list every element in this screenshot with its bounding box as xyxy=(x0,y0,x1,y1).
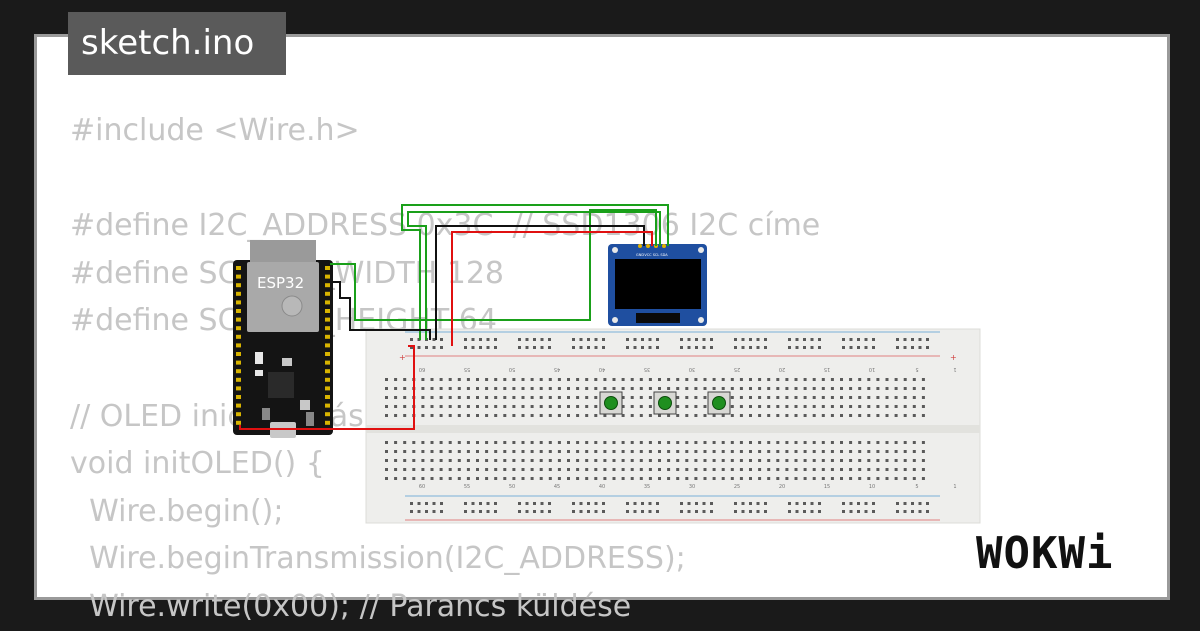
pushbutton-1[interactable] xyxy=(599,391,623,415)
column-number: 60 xyxy=(419,484,425,490)
column-number: 30 xyxy=(689,484,695,490)
pushbutton-2[interactable] xyxy=(653,391,677,415)
column-number: 10 xyxy=(869,484,875,490)
code-line: Wire.beginTransmission(I2C_ADDRESS); xyxy=(70,541,686,577)
column-number: 5 xyxy=(915,366,918,372)
column-number: 15 xyxy=(824,484,830,490)
column-number: 45 xyxy=(554,484,560,490)
column-number: 20 xyxy=(779,484,785,490)
code-line: void initOLED() { xyxy=(70,446,325,482)
breadboard-holes xyxy=(385,338,929,513)
code-line: #include <Wire.h> xyxy=(70,113,360,148)
rail-plus-left: + xyxy=(399,353,406,362)
esp32-label: ESP32 xyxy=(257,274,304,292)
column-number: 55 xyxy=(464,484,470,490)
esp32-board[interactable]: ESP32 xyxy=(233,240,333,438)
column-numbers-bottom: 60 55 50 45 40 35 30 25 20 15 10 5 1 xyxy=(419,484,957,490)
column-number: 25 xyxy=(734,484,740,490)
wokwi-logo: WOKWi xyxy=(976,528,1114,579)
column-number: 1 xyxy=(953,484,956,490)
column-number: 40 xyxy=(599,484,605,490)
column-number: 20 xyxy=(779,366,785,372)
wire-red-board[interactable] xyxy=(239,345,415,430)
oled-pin-sda-label: SDA xyxy=(660,253,668,257)
column-number: 35 xyxy=(644,366,650,372)
wire-black-oled[interactable] xyxy=(435,225,645,340)
column-number: 50 xyxy=(509,484,515,490)
column-number: 30 xyxy=(689,366,695,372)
filename-label: sketch.ino xyxy=(68,12,286,75)
oled-pin-vcc-label: VCC xyxy=(644,253,652,257)
oled-pin-scl-label: SCL xyxy=(653,253,660,257)
column-number: 5 xyxy=(915,484,918,490)
code-line: Wire.begin(); xyxy=(70,493,284,529)
column-number: 10 xyxy=(869,366,875,372)
oled-display[interactable]: GND VCC SCL SDA xyxy=(608,244,707,326)
wire-green-scl[interactable] xyxy=(407,211,661,340)
wire-green-board[interactable] xyxy=(330,209,657,321)
column-number: 60 xyxy=(419,366,425,372)
column-number: 50 xyxy=(509,366,515,372)
code-line: Wire.write(0x00); // Parancs küldése xyxy=(70,588,632,624)
column-numbers-top: 60 55 50 45 40 35 30 25 20 15 10 5 1 xyxy=(419,366,957,372)
wire-black-gnd[interactable] xyxy=(332,281,431,340)
code-text: #include <Wire.h> #define I2C_ADDRESS 0x3… xyxy=(70,107,820,631)
column-number: 40 xyxy=(599,366,605,372)
column-number: 35 xyxy=(644,484,650,490)
espressif-logo-icon xyxy=(281,295,303,317)
column-number: 15 xyxy=(824,366,830,372)
wire-green-sda[interactable] xyxy=(401,204,669,340)
pushbutton-3[interactable] xyxy=(707,391,731,415)
code-line: #define I2C_ADDRESS 0x3C // SSD1306 I2C … xyxy=(70,208,821,244)
column-number: 55 xyxy=(464,366,470,372)
column-number: 1 xyxy=(953,366,956,372)
column-number: 25 xyxy=(734,366,740,372)
rail-plus-right: + xyxy=(950,353,957,362)
wire-red-vcc[interactable] xyxy=(451,231,653,346)
oled-pin-gnd-label: GND xyxy=(636,253,644,257)
column-number: 45 xyxy=(554,366,560,372)
esp32-header-pins xyxy=(236,266,330,425)
